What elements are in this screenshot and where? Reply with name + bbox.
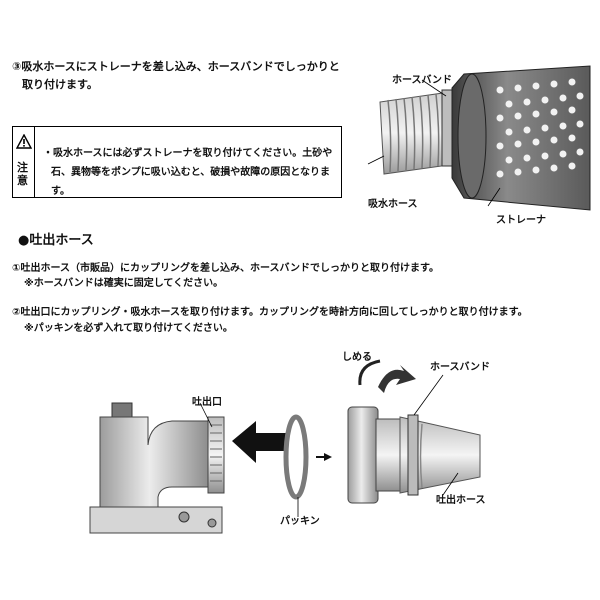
label-strainer: ストレーナ <box>496 215 546 226</box>
step3-line1: ③吸水ホースにストレーナを差し込み、ホースバンドでしっかりと <box>12 60 340 73</box>
label-hose-band-bottom: ホースバンド <box>430 362 490 373</box>
caution-line1: ・吸水ホースには必ずストレーナを取り付けてください。土砂や <box>43 148 333 159</box>
label-discharge-hose: 吐出ホース <box>436 495 486 506</box>
label-packing: パッキン <box>280 516 320 527</box>
caution-word-top: 注 <box>17 161 28 174</box>
discharge-step1-line1: ①吐出ホース（市販品）にカップリングを差し込み、ホースバンドでしっかりと取り付け… <box>12 263 439 274</box>
strainer-drawing <box>367 65 591 211</box>
warning-icon <box>16 134 32 149</box>
discharge-step1-line2: ※ホースバンドは確実に固定してください。 <box>24 278 224 289</box>
caution-word: 注 意 <box>17 161 28 187</box>
label-hose-band-top: ホースバンド <box>392 75 452 86</box>
step3-line2: 取り付けます。 <box>22 78 98 91</box>
coupling-drawing <box>89 359 481 534</box>
coupling-illustration <box>88 345 588 545</box>
label-discharge-outlet: 吐出口 <box>192 397 222 408</box>
strainer-illustration <box>360 60 596 220</box>
label-suction-hose: 吸水ホース <box>368 199 418 210</box>
caution-line2: 石、異物等をポンプに吸い込むと、破損や故障の原因となります。 <box>51 167 330 197</box>
discharge-heading: ●吐出ホース <box>18 233 94 248</box>
discharge-step2-line2: ※パッキンを必ず入れて取り付けてください。 <box>24 323 233 334</box>
caution-box: 注 意 ・吸水ホースには必ずストレーナを取り付けてください。土砂や 石、異物等を… <box>12 126 342 198</box>
caution-text: ・吸水ホースには必ずストレーナを取り付けてください。土砂や 石、異物等をポンプに… <box>43 144 338 201</box>
caution-label-column: 注 意 <box>13 127 35 197</box>
label-tighten: しめる <box>342 352 372 363</box>
discharge-step2-line1: ②吐出口にカップリング・吸水ホースを取り付けます。カップリングを時計方向に回して… <box>12 307 528 318</box>
caution-word-bottom: 意 <box>17 174 28 187</box>
